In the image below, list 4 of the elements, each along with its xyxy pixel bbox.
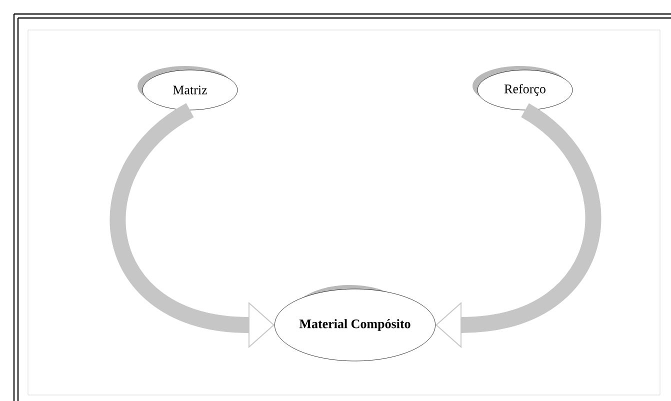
ellipse-node: Material Compósito <box>274 285 436 362</box>
ellipse-node: Matriz <box>138 66 238 110</box>
curved-arrow <box>436 104 602 348</box>
ellipse-node: Reforço <box>472 66 573 110</box>
